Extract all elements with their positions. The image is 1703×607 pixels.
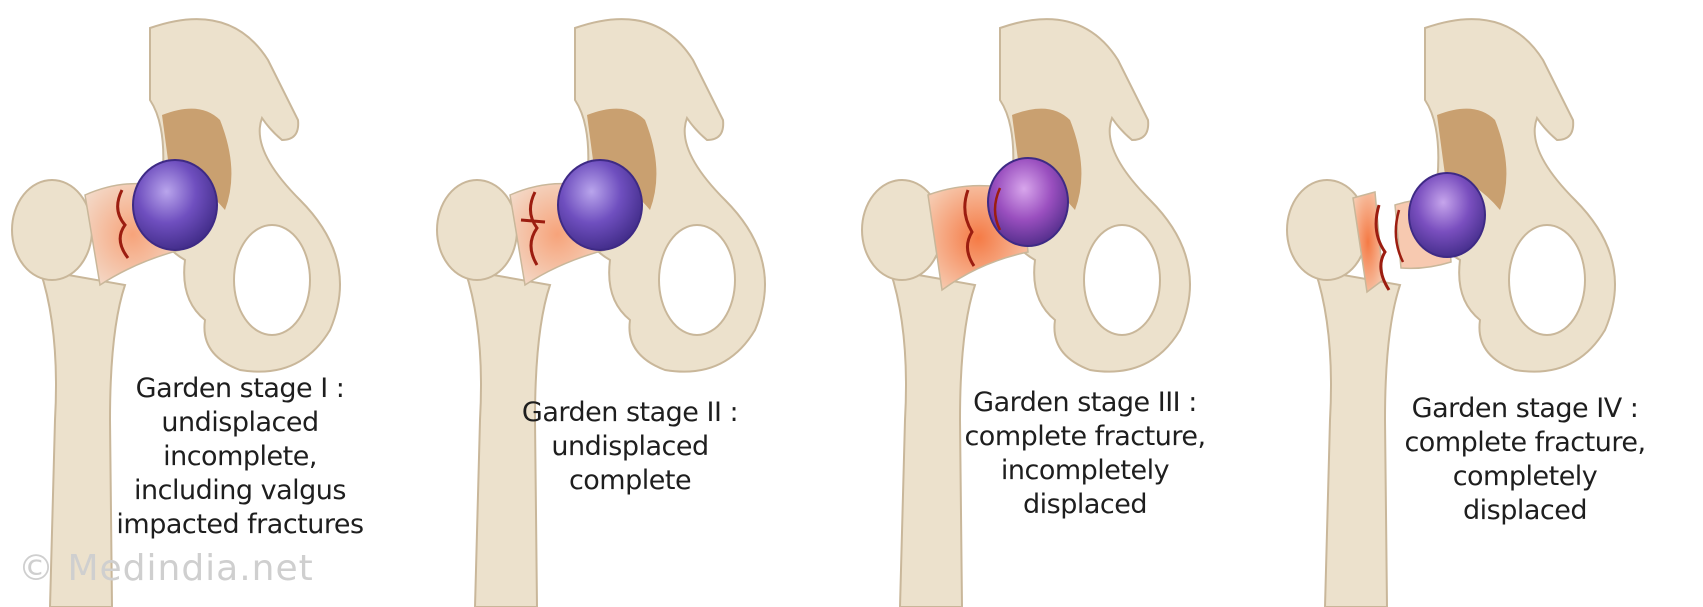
femoral-head	[133, 160, 217, 250]
caption-line: Garden stage IV :	[1355, 392, 1695, 426]
garden-stage-2-panel: Garden stage II : undisplaced complete	[425, 0, 850, 607]
caption-line: impacted fractures	[90, 508, 390, 542]
caption-line: complete fracture,	[1355, 426, 1695, 460]
caption-line: incompletely	[920, 454, 1250, 488]
caption-line: Garden stage III :	[920, 386, 1250, 420]
greater-trochanter	[12, 180, 92, 280]
caption-line: Garden stage II :	[490, 396, 770, 430]
greater-trochanter	[437, 180, 517, 280]
caption-line: displaced	[920, 488, 1250, 522]
caption-line: undisplaced	[90, 406, 390, 440]
garden-stage-1-panel: Garden stage I : undisplaced incomplete,…	[0, 0, 425, 607]
garden-stage-2-caption: Garden stage II : undisplaced complete	[490, 396, 770, 498]
greater-trochanter	[1287, 180, 1367, 280]
garden-stage-3-caption: Garden stage III : complete fracture, in…	[920, 386, 1250, 522]
hip-joint-illustration	[425, 0, 850, 607]
garden-stage-3-panel: Garden stage III : complete fracture, in…	[850, 0, 1275, 607]
caption-line: completely	[1355, 460, 1695, 494]
femoral-head	[558, 160, 642, 250]
garden-stage-1-caption: Garden stage I : undisplaced incomplete,…	[90, 372, 390, 542]
femoral-head	[1409, 173, 1485, 257]
caption-line: Garden stage I :	[90, 372, 390, 406]
watermark: © Medindia.net	[18, 548, 314, 589]
obturator-foramen	[1509, 225, 1585, 335]
caption-line: displaced	[1355, 494, 1695, 528]
caption-line: incomplete,	[90, 440, 390, 474]
caption-line: complete fracture,	[920, 420, 1250, 454]
obturator-foramen	[659, 225, 735, 335]
obturator-foramen	[1084, 225, 1160, 335]
garden-stage-4-panel: Garden stage IV : complete fracture, com…	[1275, 0, 1700, 607]
caption-line: undisplaced	[490, 430, 770, 464]
caption-line: including valgus	[90, 474, 390, 508]
caption-line: complete	[490, 464, 770, 498]
femoral-head	[988, 158, 1068, 246]
garden-stage-4-caption: Garden stage IV : complete fracture, com…	[1355, 392, 1695, 528]
obturator-foramen	[234, 225, 310, 335]
